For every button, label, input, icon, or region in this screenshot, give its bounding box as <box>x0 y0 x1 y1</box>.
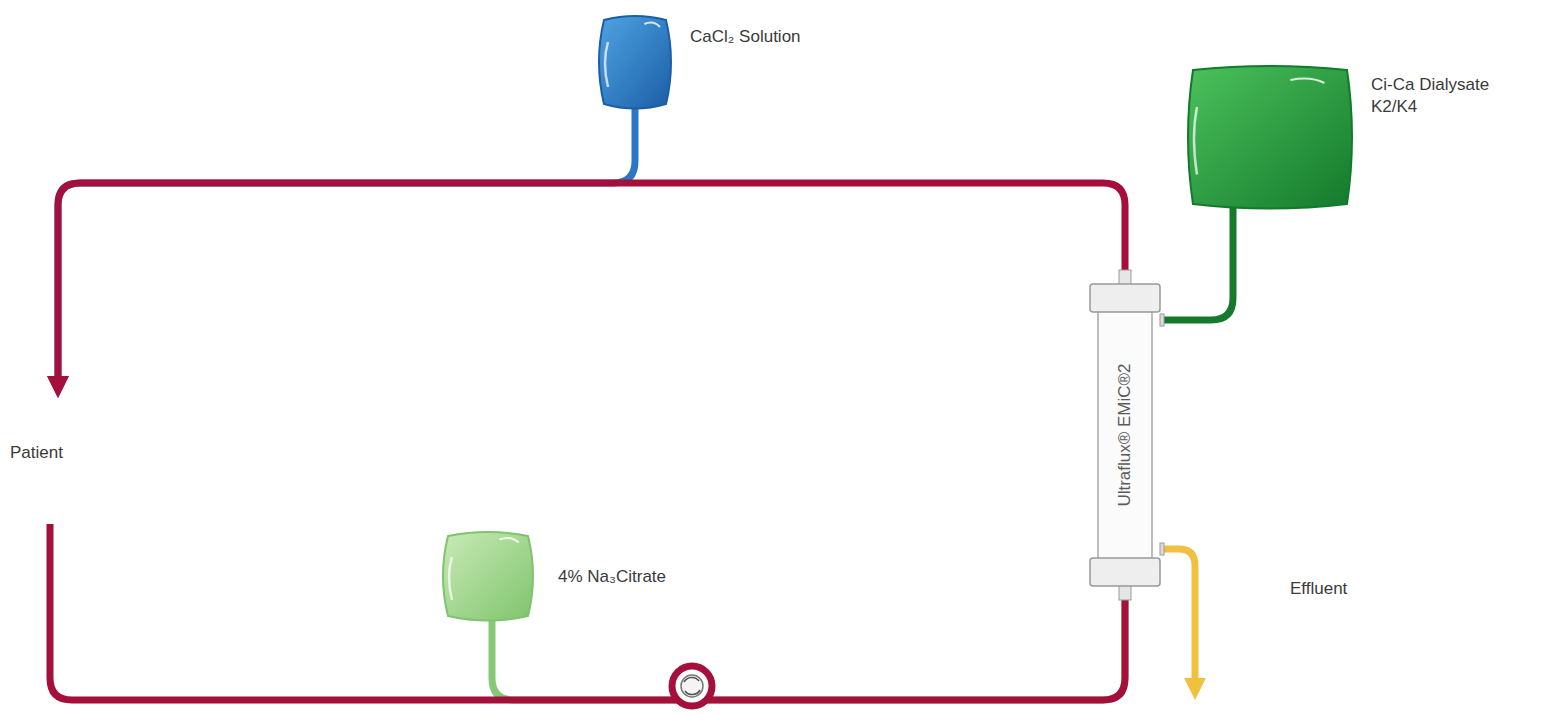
node-label: Ci-Ca Dialysate K2/K4 <box>1371 74 1501 118</box>
bag-highlight <box>1194 107 1197 175</box>
node-label: Effluent <box>1290 578 1347 600</box>
bag-highlight <box>500 538 519 542</box>
bag-shape <box>440 528 536 624</box>
patient-label: Patient <box>10 442 63 464</box>
citrate-infusion-line <box>492 600 1125 700</box>
calcium-infusion-line <box>58 108 635 380</box>
filter-port <box>1160 314 1164 326</box>
pump-loop <box>672 666 712 706</box>
bag-highlight <box>644 23 660 27</box>
blood-access-line <box>50 524 1125 700</box>
blood-return-line <box>58 183 1125 380</box>
filter-port <box>1160 543 1164 555</box>
citrate-bag: 4% Na₃Citrate <box>440 528 536 624</box>
filter-cap <box>1090 284 1160 312</box>
filter-body <box>1098 310 1152 560</box>
node-label: Patient <box>10 442 63 464</box>
filter-cap <box>1090 558 1160 586</box>
bag-body <box>443 532 533 621</box>
node-label: 4% Na₃Citrate <box>558 566 666 588</box>
dialysate-line <box>1162 208 1233 320</box>
node-label: CaCl₂ Solution <box>690 26 801 48</box>
solution-bag: CaCl₂ Solution <box>596 12 674 112</box>
bag-shape <box>1185 62 1355 212</box>
bag-shape <box>596 12 674 112</box>
dialysate-bag: Ci-Ca Dialysate K2/K4 <box>1185 62 1355 212</box>
pump-rotation <box>684 677 699 682</box>
bag-highlight <box>1290 79 1324 83</box>
pump-rotation <box>685 690 700 695</box>
dialyzer-filter: Ultraflux® EMiC®2 <box>1088 270 1162 600</box>
effluent-line <box>1162 549 1195 682</box>
node-label: Ultraflux® EMiC®2 <box>1114 363 1136 506</box>
bag-highlight <box>449 557 452 600</box>
bag-body <box>1188 66 1352 209</box>
effluent-label: Effluent <box>1290 578 1347 600</box>
bag-body <box>599 16 671 109</box>
bag-highlight <box>605 42 608 87</box>
pump-rotor <box>681 675 703 697</box>
